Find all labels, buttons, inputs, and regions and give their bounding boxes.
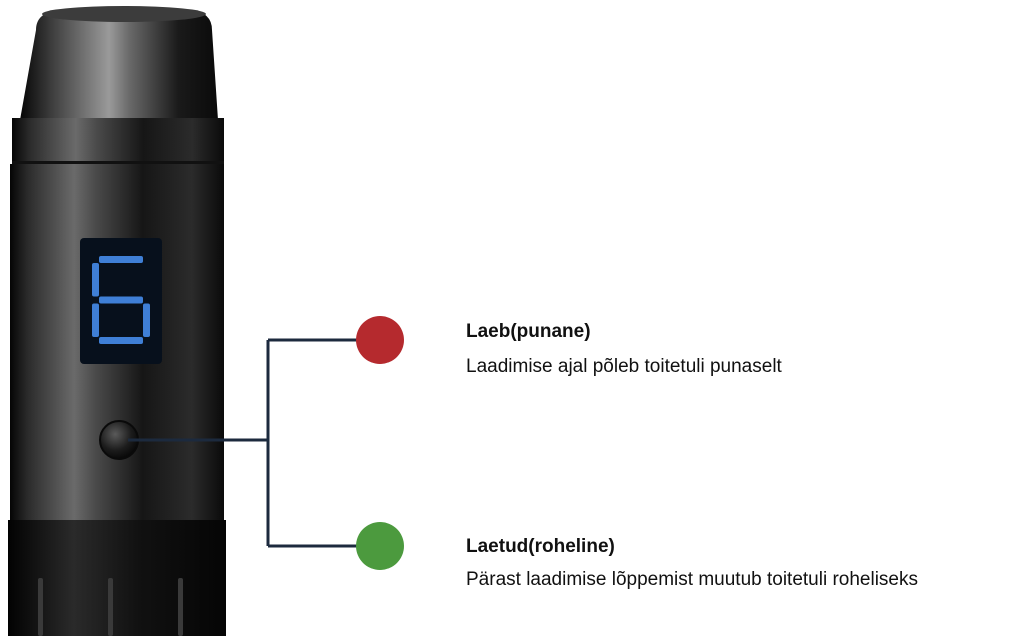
device-cap — [20, 10, 218, 120]
charging-indicator-red-dot — [356, 316, 404, 364]
charged-label-description: Pärast laadimise lõppemist muutub toitet… — [466, 569, 918, 591]
segment-f — [92, 263, 99, 297]
charged-indicator-green-dot — [356, 522, 404, 570]
device-collar — [12, 118, 224, 164]
charging-label-title: Laeb(punane) — [466, 321, 591, 343]
segment-d — [99, 337, 143, 344]
charged-label-title: Laetud(roheline) — [466, 536, 615, 558]
segment-g — [99, 297, 143, 304]
segment-e — [92, 304, 99, 338]
charging-label-description: Laadimise ajal põleb toitetuli punaselt — [466, 356, 782, 378]
segment-a — [99, 256, 143, 263]
segment-c — [143, 304, 150, 338]
device-cap-rim — [42, 6, 206, 22]
